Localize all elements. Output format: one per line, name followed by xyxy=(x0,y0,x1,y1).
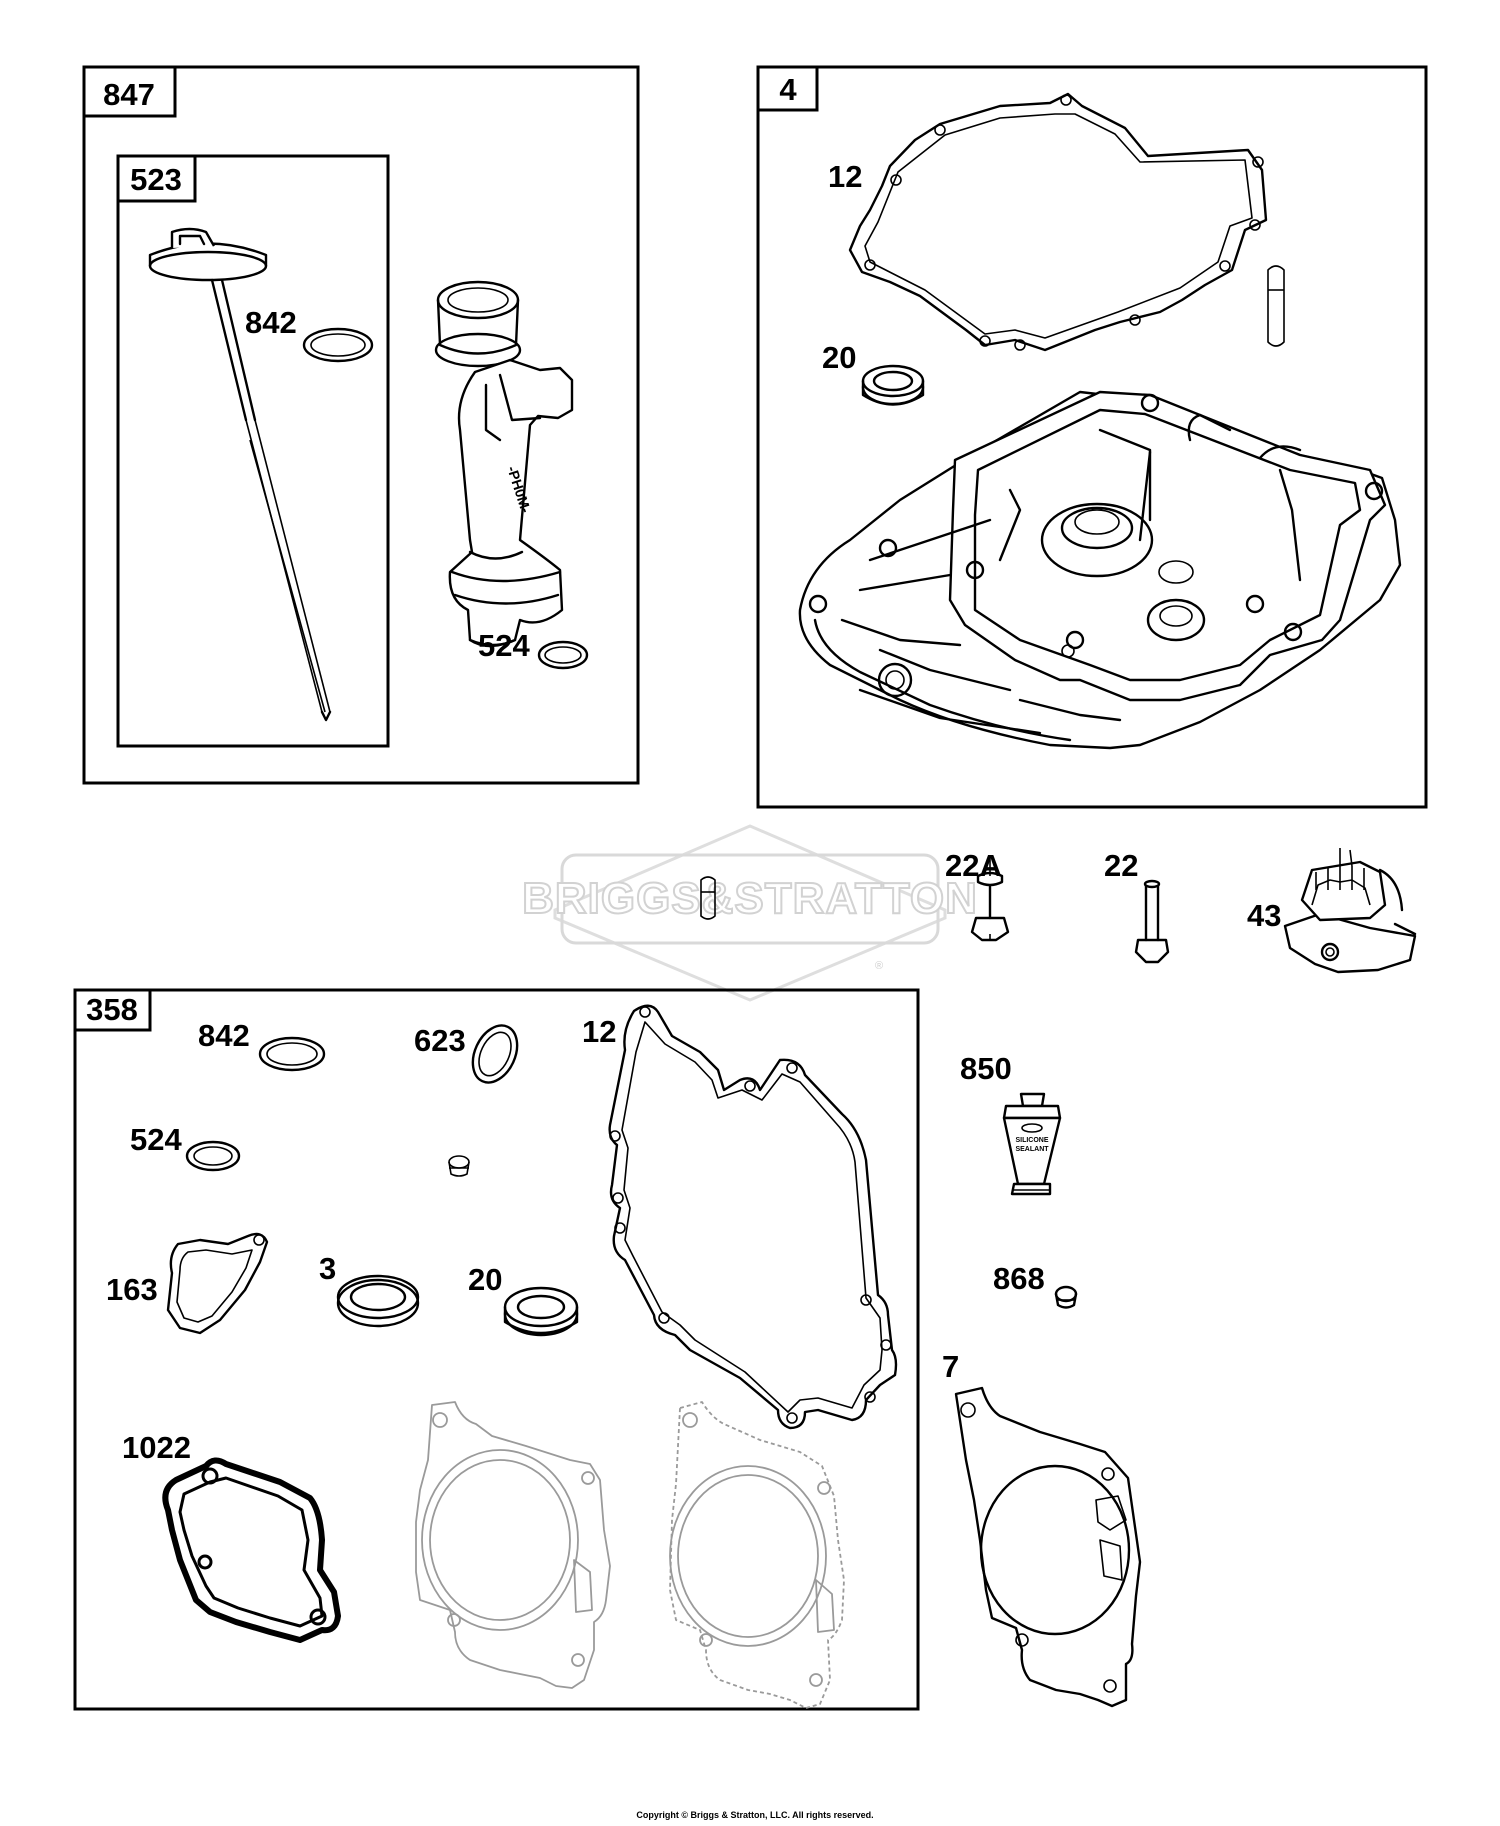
kit-847-box: 847 xyxy=(82,65,640,785)
callout-20-upper: 20 xyxy=(822,340,856,375)
watermark-text: BRIGGS&STRATTON xyxy=(522,874,978,923)
kit-358-box: 358 xyxy=(73,988,920,1711)
oil-seal-20-kit: 20 xyxy=(468,1262,579,1337)
plug-868: 868 xyxy=(993,1261,1078,1309)
callout-7: 7 xyxy=(942,1349,959,1384)
callout-850: 850 xyxy=(960,1051,1012,1086)
o-ring-524-kit: 524 xyxy=(130,1122,241,1172)
sump-gasket-kit: 12 xyxy=(582,1004,898,1430)
screw-22: 22 xyxy=(1104,848,1170,964)
screw-22a: 22A xyxy=(945,848,1010,942)
gasket-163: 163 xyxy=(106,1232,269,1335)
callout-12-lower: 12 xyxy=(582,1014,616,1049)
small-plug-kit xyxy=(448,1155,470,1177)
callout-842-lower: 842 xyxy=(198,1018,250,1053)
seal-3: 3 xyxy=(319,1251,420,1328)
sump-cover xyxy=(798,390,1402,750)
box-4-label: 4 xyxy=(779,72,797,107)
head-gasket-ghost-2 xyxy=(669,1401,845,1709)
briggs-stratton-watermark: BRIGGS&STRATTON ® xyxy=(521,824,978,1002)
kit-523-label: 523 xyxy=(130,162,182,197)
kit-523-box: 523 xyxy=(116,154,390,748)
o-ring-842-kit: 842 xyxy=(198,1018,326,1072)
dowel-pin xyxy=(700,876,716,920)
sealant-label-line1: SILICONE xyxy=(1015,1137,1048,1144)
sump-box: 4 xyxy=(756,65,1428,809)
callout-842-upper: 842 xyxy=(245,305,297,340)
head-gasket-7: 7 xyxy=(942,1349,1142,1708)
dipstick-tube: -PH0M- xyxy=(434,280,574,648)
dipstick xyxy=(148,227,332,722)
o-ring-842: 842 xyxy=(245,305,374,363)
dowel-pin-upper xyxy=(1267,265,1285,347)
callout-623: 623 xyxy=(414,1023,466,1058)
gasket-1022: 1022 xyxy=(122,1430,341,1643)
callout-12-upper: 12 xyxy=(828,159,862,194)
callout-22: 22 xyxy=(1104,848,1138,883)
head-gasket-ghost-1 xyxy=(415,1401,611,1689)
callout-163: 163 xyxy=(106,1272,158,1307)
callout-20-lower: 20 xyxy=(468,1262,502,1297)
callout-3: 3 xyxy=(319,1251,336,1286)
callout-524-upper: 524 xyxy=(478,628,530,663)
kit-847-label: 847 xyxy=(103,77,155,112)
callout-868: 868 xyxy=(993,1261,1045,1296)
kit-358-label: 358 xyxy=(86,992,138,1027)
oil-seal-20-upper: 20 xyxy=(822,340,925,406)
svg-text:®: ® xyxy=(875,960,883,972)
o-ring-524: 524 xyxy=(478,628,589,670)
sealant-label-line2: SEALANT xyxy=(1015,1146,1049,1153)
callout-22a: 22A xyxy=(945,848,1002,883)
sump-gasket: 12 xyxy=(828,92,1268,352)
o-ring-623: 623 xyxy=(414,1023,519,1084)
governor-assembly: 43 xyxy=(1247,848,1417,974)
callout-524-lower: 524 xyxy=(130,1122,182,1157)
callout-43: 43 xyxy=(1247,898,1281,933)
sealant-tube: SILICONE SEALANT 850 xyxy=(960,1051,1062,1196)
copyright-notice: Copyright © Briggs & Stratton, LLC. All … xyxy=(636,1810,873,1820)
callout-1022: 1022 xyxy=(122,1430,191,1465)
